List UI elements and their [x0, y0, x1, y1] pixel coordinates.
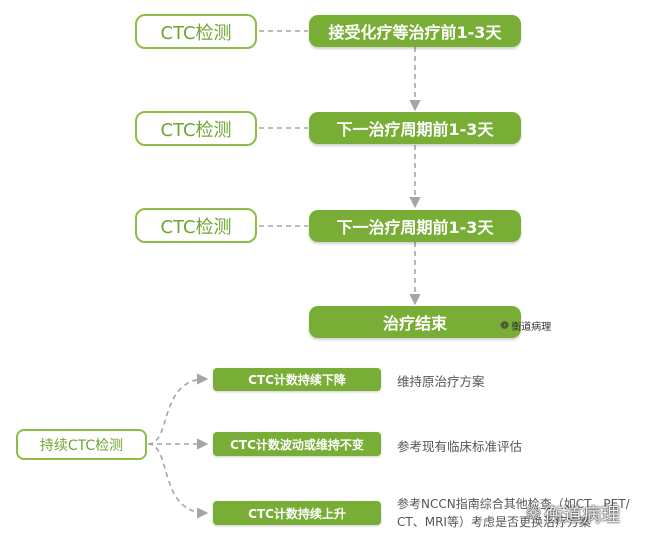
watermark-small: ❁ 衡道病理 — [500, 318, 551, 333]
wechat-icon: ❁ — [500, 319, 510, 332]
treatment-end-box: 治疗结束 — [309, 306, 521, 338]
action-evaluate-text: 参考现有临床标准评估 — [397, 439, 523, 454]
watermark-large-text: 衡道病理 — [544, 504, 621, 526]
condition-increase-box: CTC计数持续上升 — [213, 501, 381, 525]
timing-box-1: 接受化疗等治疗前1-3天 — [309, 15, 521, 47]
wechat-icon-large: ❁ — [526, 503, 542, 524]
continuous-ctc-test-pill: 持续CTC检测 — [16, 429, 147, 460]
action-nccn-text-line1: 参考NCCN指南综合其他检查（如CT、PET/ — [397, 497, 630, 511]
watermark-small-text: 衡道病理 — [511, 322, 552, 333]
timing-box-3: 下一治疗周期前1-3天 — [309, 210, 521, 242]
branch-connector-top — [147, 373, 209, 445]
watermark-large: ❁ 衡道病理 — [526, 500, 620, 527]
ctc-test-pill-1: CTC检测 — [135, 14, 257, 49]
branch-connector-bottom — [147, 443, 209, 519]
action-maintain-text: 维持原治疗方案 — [397, 374, 485, 389]
ctc-test-pill-2: CTC检测 — [135, 111, 257, 146]
condition-fluctuate-box: CTC计数波动或维持不变 — [213, 432, 381, 456]
ctc-test-pill-3: CTC检测 — [135, 208, 257, 243]
action-nccn-text-line2: CT、MRI等）考虑是否更换治疗方案 — [397, 515, 591, 529]
condition-decrease-box: CTC计数持续下降 — [213, 368, 381, 391]
timing-box-2: 下一治疗周期前1-3天 — [309, 112, 521, 144]
